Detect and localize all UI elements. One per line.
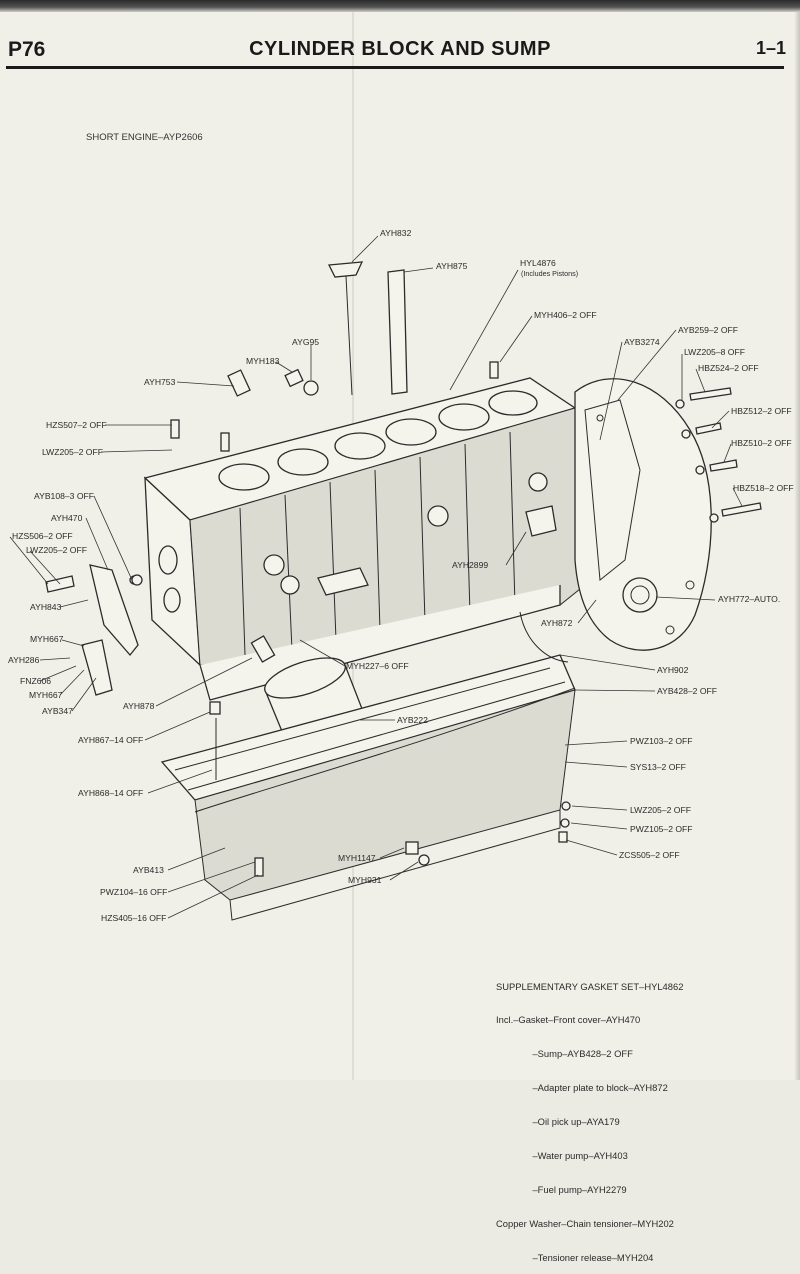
callout-ayh875: AYH875 bbox=[436, 261, 468, 271]
callout-ayh772: AYH772–AUTO. bbox=[718, 594, 780, 604]
callout-ayg95: AYG95 bbox=[292, 337, 319, 347]
callout-hzs405: HZS405–16 OFF bbox=[101, 913, 166, 923]
callout-lwz205-top: LWZ205–2 OFF bbox=[42, 447, 103, 457]
callout-hyl4876: HYL4876 bbox=[520, 258, 556, 268]
gasket-set-line: –Fuel pump–AYH2279 bbox=[496, 1183, 627, 1195]
page-title: CYLINDER BLOCK AND SUMP bbox=[249, 38, 551, 60]
callout-hbz512: HBZ512–2 OFF bbox=[731, 406, 792, 416]
callout-ayb259: AYB259–2 OFF bbox=[678, 325, 738, 335]
callout-ayb428: AYB428–2 OFF bbox=[657, 686, 717, 696]
callout-sys13: SYS13–2 OFF bbox=[630, 762, 686, 772]
callout-pwz105: PWZ105–2 OFF bbox=[630, 824, 693, 834]
callout-labels: AYH832 AYH875 HYL4876 (Includes Pistons)… bbox=[8, 228, 794, 923]
page-reference: P76 bbox=[8, 38, 46, 61]
gasket-set-line: –Adapter plate to block–AYH872 bbox=[496, 1082, 668, 1094]
callout-ayh878: AYH878 bbox=[123, 701, 155, 711]
callout-lwz205-8: LWZ205–8 OFF bbox=[684, 347, 745, 357]
assembly-subtitle: SHORT ENGINE–AYP2606 bbox=[86, 132, 203, 143]
scan-top-edge bbox=[0, 0, 800, 12]
sump-gaskets bbox=[194, 611, 576, 813]
callout-ayh2899: AYH2899 bbox=[452, 560, 488, 570]
callout-ayb108: AYB108–3 OFF bbox=[34, 491, 94, 501]
gasket-set-line: –Tensioner release–MYH204 bbox=[496, 1251, 654, 1263]
section-number: 1–1 bbox=[755, 38, 786, 58]
callout-ayh868: AYH868–14 OFF bbox=[78, 788, 143, 798]
gasket-set-line: Incl.–Gasket–Front cover–AYH470 bbox=[496, 1014, 641, 1026]
callout-ayh843: AYH843 bbox=[30, 602, 62, 612]
callout-hbz510: HBZ510–2 OFF bbox=[731, 438, 792, 448]
callout-ayh470: AYH470 bbox=[51, 513, 83, 523]
callout-hzs507: HZS507–2 OFF bbox=[46, 420, 107, 430]
gasket-set-line: –Oil pick up–AYA179 bbox=[496, 1116, 620, 1128]
callout-ayh902: AYH902 bbox=[657, 665, 689, 675]
cylinder-block bbox=[143, 377, 586, 701]
leader-lines bbox=[9, 235, 743, 919]
callout-ayh872: AYH872 bbox=[541, 618, 573, 628]
callout-lwz205-left: LWZ205–2 OFF bbox=[26, 545, 87, 555]
callout-myh667-a: MYH667 bbox=[30, 634, 64, 644]
callout-zcs505: ZCS505–2 OFF bbox=[619, 850, 680, 860]
gasket-set-line: –Water pump–AYH403 bbox=[496, 1150, 628, 1162]
callout-fnz606: FNZ606 bbox=[20, 676, 51, 686]
gasket-set-title: SUPPLEMENTARY GASKET SET–HYL4862 bbox=[496, 980, 684, 992]
exploded-parts-diagram: AYH832 AYH875 HYL4876 (Includes Pistons)… bbox=[8, 228, 794, 923]
gasket-set-line: –Sump–AYB428–2 OFF bbox=[496, 1048, 633, 1060]
callout-hyl4876-note: (Includes Pistons) bbox=[521, 269, 578, 278]
callout-myh227: MYH227–6 OFF bbox=[346, 661, 409, 671]
callout-pwz104: PWZ104–16 OFF bbox=[100, 887, 167, 897]
callout-ayh867: AYH867–14 OFF bbox=[78, 735, 143, 745]
callout-ayb347: AYB347 bbox=[42, 706, 73, 716]
callout-pwz103: PWZ103–2 OFF bbox=[630, 736, 693, 746]
gasket-set-note: SUPPLEMENTARY GASKET SET–HYL4862 Incl.–G… bbox=[496, 958, 683, 1274]
loose-components bbox=[45, 261, 762, 877]
header-rule bbox=[6, 66, 784, 69]
callout-hzs506: HZS506–2 OFF bbox=[12, 531, 73, 541]
callout-hbz524: HBZ524–2 OFF bbox=[698, 363, 759, 373]
page-edge-shadow bbox=[794, 12, 800, 1080]
callout-ayb3274: AYB3274 bbox=[624, 337, 660, 347]
callout-myh931: MYH931 bbox=[348, 875, 382, 885]
front-cover bbox=[81, 564, 139, 696]
callout-ayh753: AYH753 bbox=[144, 377, 176, 387]
callout-myh183: MYH183 bbox=[246, 356, 280, 366]
callout-myh406: MYH406–2 OFF bbox=[534, 310, 597, 320]
adapter-plate bbox=[574, 378, 712, 651]
callout-ayh832: AYH832 bbox=[380, 228, 412, 238]
callout-hbz518: HBZ518–2 OFF bbox=[733, 483, 794, 493]
callout-lwz205-bottom: LWZ205–2 OFF bbox=[630, 805, 691, 815]
callout-myh667-b: MYH667 bbox=[29, 690, 63, 700]
callout-ayb413: AYB413 bbox=[133, 865, 164, 875]
callout-myh1147: MYH1147 bbox=[338, 853, 376, 863]
callout-ayb222: AYB222 bbox=[397, 715, 428, 725]
gasket-set-line: Copper Washer–Chain tensioner–MYH202 bbox=[496, 1217, 674, 1229]
callout-ayh286: AYH286 bbox=[8, 655, 40, 665]
